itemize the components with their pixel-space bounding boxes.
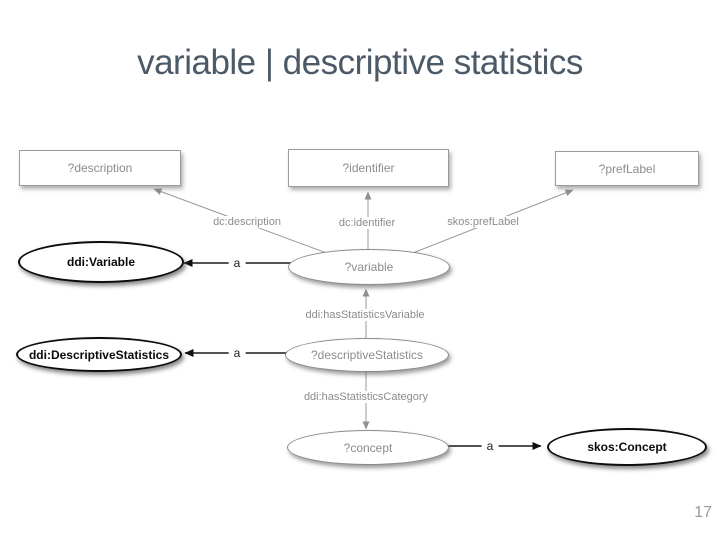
node-preflabel: ?prefLabel	[555, 151, 699, 186]
edge-label-a-concept: a	[481, 439, 499, 453]
page-number: 17	[694, 504, 712, 521]
edge-label-dc-description: dc:description	[210, 216, 284, 228]
edge-label-has-statistics-variable: ddi:hasStatisticsVariable	[302, 309, 428, 321]
node-concept-label: ?concept	[343, 440, 393, 455]
edge-label-dc-identifier: dc:identifier	[335, 217, 399, 229]
node-ddi-variable-label: ddi:Variable	[66, 255, 136, 269]
edge-label-skos-preflabel: skos:prefLabel	[444, 216, 522, 228]
node-description-label: ?description	[67, 161, 133, 175]
node-identifier-label: ?identifier	[342, 161, 395, 175]
edge-label-a-descriptivestatistics: a	[228, 346, 246, 360]
node-ddi-descriptivestatistics-label: ddi:DescriptiveStatistics	[28, 347, 170, 362]
slide-title: variable | descriptive statistics	[137, 43, 583, 82]
node-skos-concept: skos:Concept	[547, 428, 707, 466]
node-preflabel-label: ?prefLabel	[598, 161, 656, 176]
node-variable-label: ?variable	[344, 260, 394, 274]
node-descriptivestatistics: ?descriptiveStatistics	[285, 338, 449, 372]
node-skos-concept-label: skos:Concept	[587, 440, 667, 454]
node-concept: ?concept	[287, 430, 449, 465]
node-ddi-descriptivestatistics: ddi:DescriptiveStatistics	[16, 337, 182, 372]
node-descriptivestatistics-label: ?descriptiveStatistics	[310, 348, 424, 362]
node-description: ?description	[19, 150, 181, 186]
node-variable: ?variable	[288, 249, 450, 285]
node-identifier: ?identifier	[288, 149, 449, 187]
edge-label-has-statistics-category: ddi:hasStatisticsCategory	[300, 391, 432, 403]
edge-label-a-variable: a	[228, 256, 246, 270]
node-ddi-variable: ddi:Variable	[18, 241, 184, 283]
